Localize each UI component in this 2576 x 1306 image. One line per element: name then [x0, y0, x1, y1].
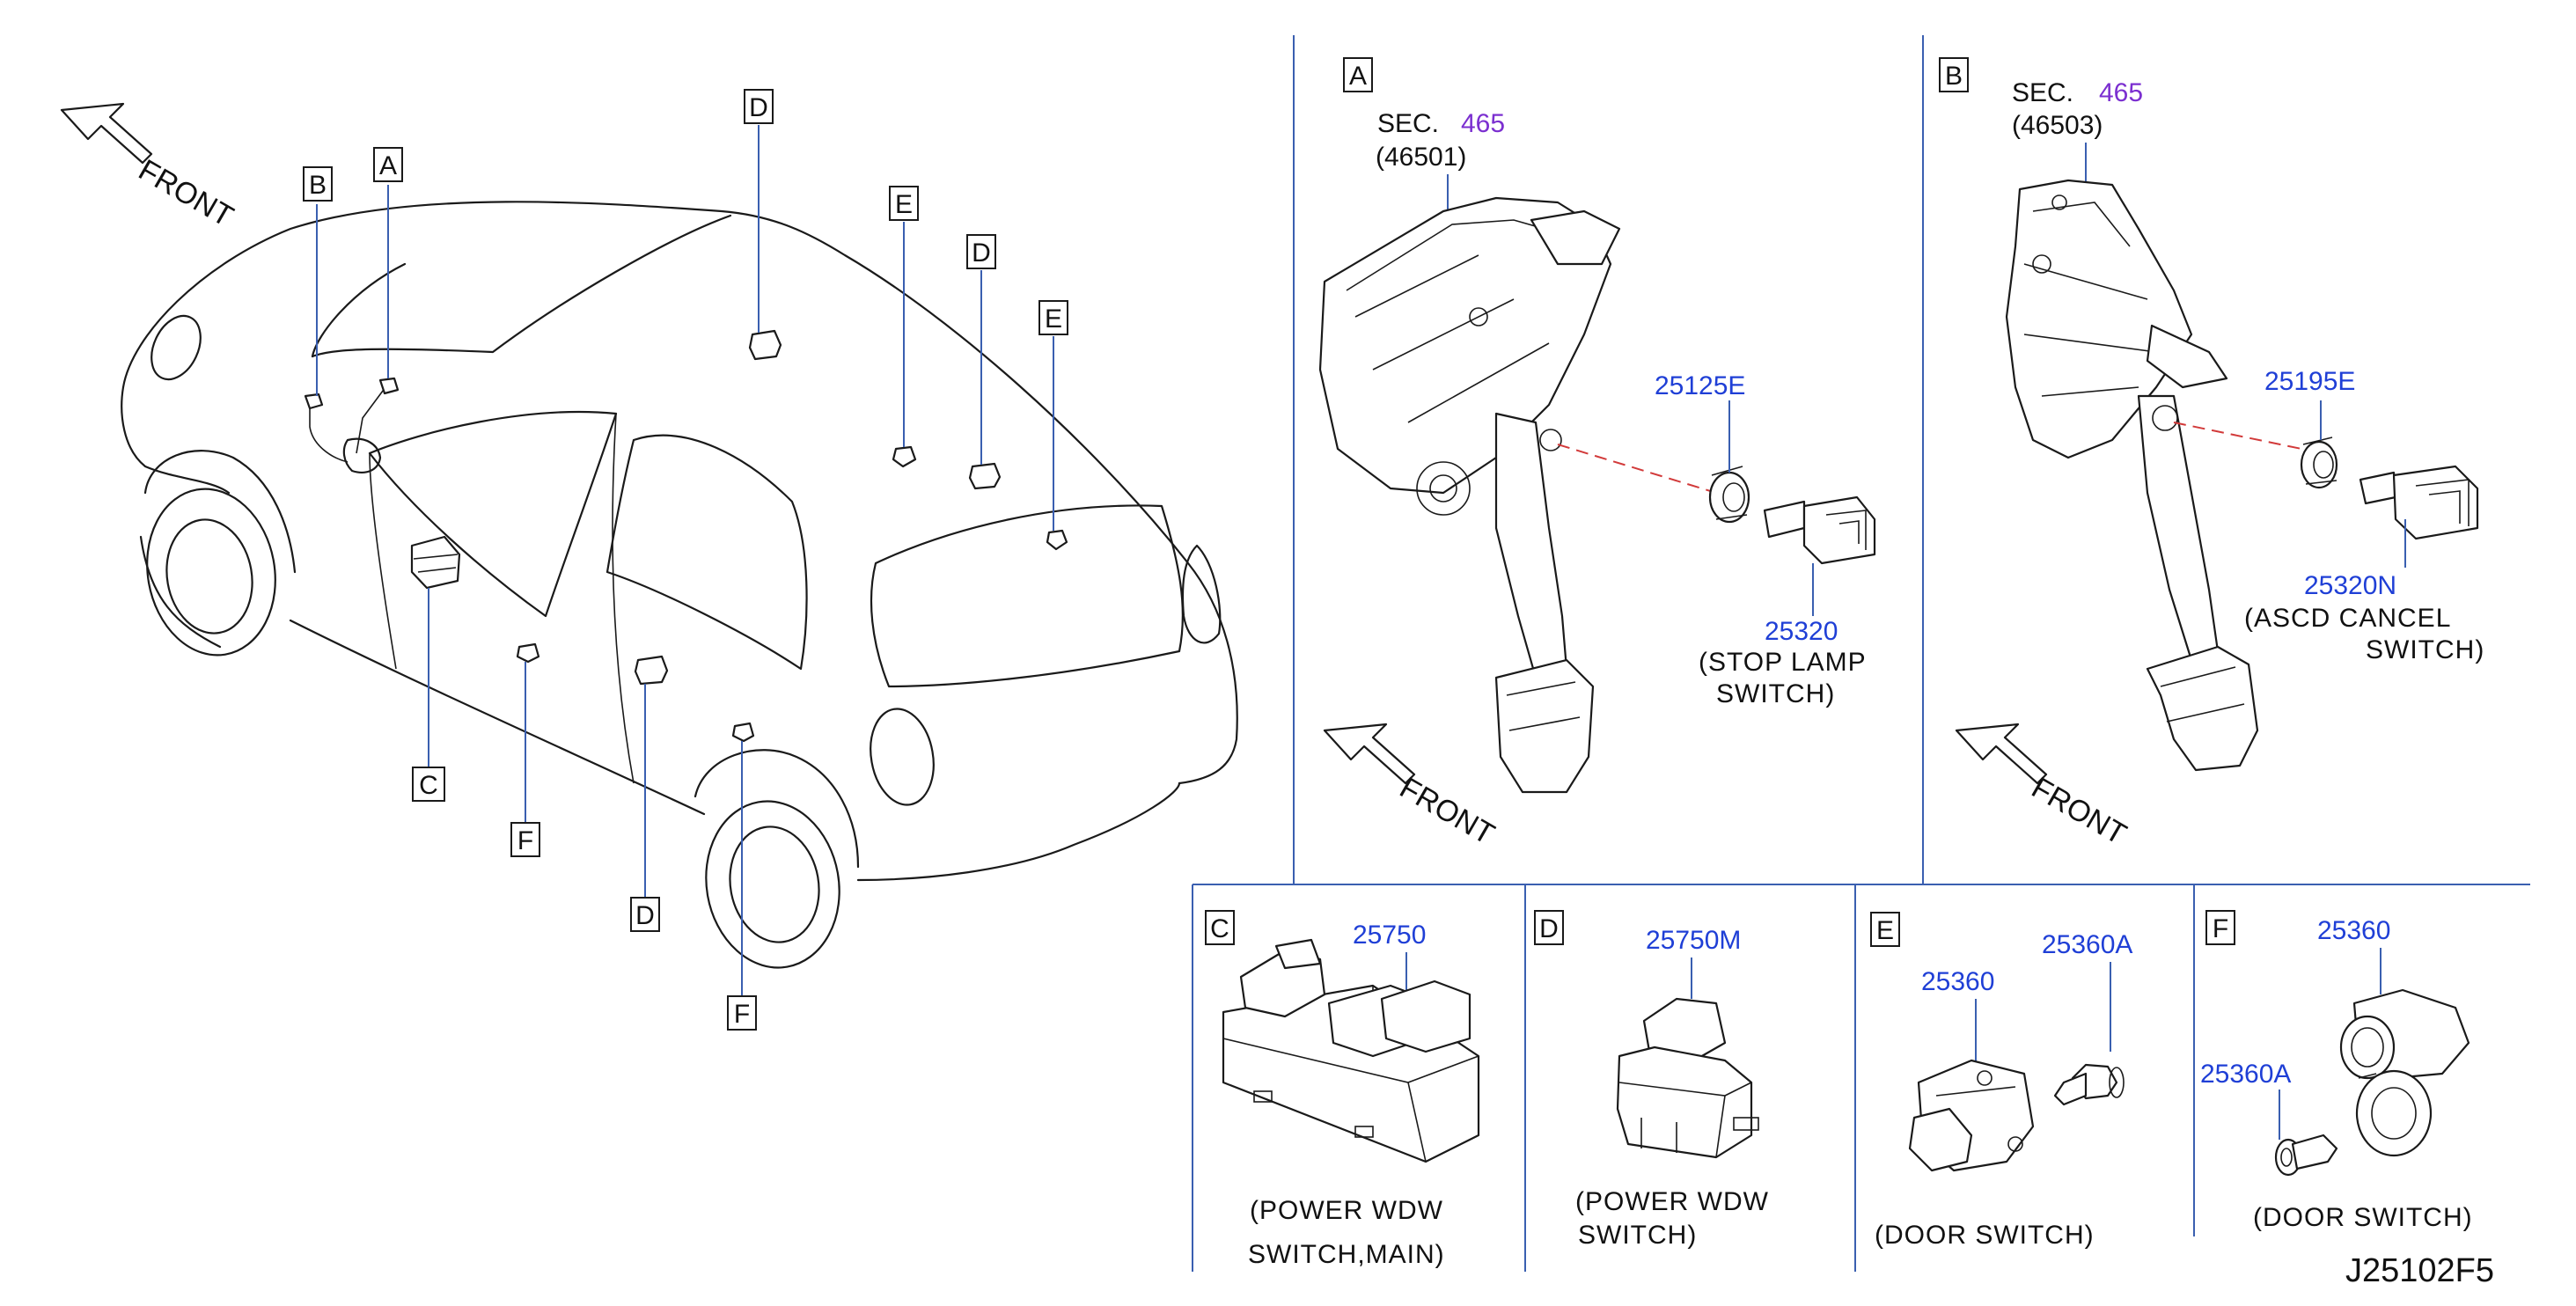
- panel-b-caption-2: SWITCH): [2366, 635, 2484, 664]
- svg-text:E: E: [895, 190, 913, 219]
- screw-e-icon: [2053, 1063, 2125, 1106]
- panel-a-part-1: 25125E: [1655, 371, 1745, 400]
- roof-switch-d-icon: [748, 329, 782, 361]
- panel-f-part-2: 25360A: [2200, 1060, 2291, 1089]
- main-window-switch-icon: [410, 535, 461, 590]
- front-arrow-panel-b: FRONT: [1955, 723, 2132, 851]
- panel-e-caption: (DOOR SWITCH): [1875, 1221, 2095, 1250]
- panel-b-part-1: 25195E: [2264, 367, 2355, 396]
- panel-a-caption-1: (STOP LAMP: [1699, 648, 1867, 677]
- svg-text:D: D: [635, 901, 655, 930]
- ascd-cancel-switch-icon: [2359, 465, 2479, 540]
- rear-switch-d-icon: [968, 462, 1002, 490]
- panel-e-letter: E: [1870, 912, 1900, 947]
- diagram-code: J25102F5: [2345, 1252, 2494, 1289]
- main-window-switch-drawing: [1222, 938, 1480, 1163]
- front-arrow-main: FRONT: [60, 102, 239, 233]
- panel-separators: [1192, 35, 2530, 1272]
- stop-lamp-pedal-assembly: [1318, 196, 1621, 794]
- panel-c-letter: C: [1205, 910, 1235, 945]
- rear-switch-e-icon: [1046, 529, 1068, 551]
- panel-b-sec-prefix: SEC.: [2012, 78, 2073, 107]
- svg-text:F: F: [517, 826, 533, 855]
- panel-d-caption-1: (POWER WDW: [1575, 1187, 1769, 1216]
- ascd-pedal-assembly: [2005, 179, 2259, 772]
- svg-text:E: E: [1876, 916, 1894, 945]
- panel-c: C 25750 (POWER WDW SWITCH,MAIN): [1205, 910, 1480, 1269]
- svg-text:F: F: [2213, 914, 2228, 943]
- panel-f: F 25360 25360A (DOOR SWITCH): [2200, 910, 2473, 1232]
- callout-d-door: D: [630, 897, 660, 932]
- car-leaders: [316, 125, 1054, 996]
- panel-d-part: 25750M: [1646, 926, 1741, 955]
- panel-c-caption-1: (POWER WDW: [1250, 1196, 1443, 1225]
- panel-a-sec-prefix: SEC.: [1377, 109, 1439, 138]
- power-window-switch-drawing: [1616, 997, 1759, 1159]
- panel-a-sec-sub: (46501): [1376, 143, 1466, 172]
- panel-a-part-2: 25320: [1765, 617, 1838, 646]
- svg-text:A: A: [379, 151, 397, 180]
- screw-f-icon: [2274, 1134, 2338, 1177]
- callout-f-rear: F: [727, 995, 757, 1031]
- callout-d-rear: D: [966, 234, 996, 269]
- svg-text:D: D: [749, 93, 768, 122]
- panel-d: D 25750M (POWER WDW SWITCH): [1534, 910, 1769, 1250]
- door-switch-f-icon: [516, 642, 540, 664]
- svg-text:FRONT: FRONT: [1394, 771, 1500, 851]
- car-callouts: B A D E D E C F D F: [303, 89, 1068, 1031]
- panel-d-letter: D: [1534, 910, 1564, 945]
- svg-text:B: B: [1945, 62, 1963, 91]
- car-components: [304, 329, 1068, 743]
- panel-a: A SEC. 465 (46501) 25125E: [1318, 57, 1876, 851]
- svg-text:B: B: [309, 171, 327, 200]
- front-arrow-panel-a: FRONT: [1323, 723, 1500, 851]
- door-switch-f-drawing: [2339, 988, 2470, 1157]
- svg-text:F: F: [734, 1000, 750, 1029]
- svg-text:FRONT: FRONT: [133, 153, 239, 233]
- callout-f-front: F: [510, 822, 540, 857]
- callout-e-rear: E: [1038, 300, 1068, 335]
- stop-lamp-switch-icon: [1763, 495, 1876, 565]
- svg-text:E: E: [1045, 304, 1062, 334]
- callout-a-main: A: [373, 147, 403, 182]
- svg-text:D: D: [972, 238, 991, 268]
- panel-d-caption-2: SWITCH): [1578, 1221, 1697, 1250]
- car-body-outline: [121, 201, 1238, 969]
- panel-b: B SEC. 465 (46503) 25195E: [1939, 57, 2484, 851]
- door-switch-f2-icon: [731, 722, 755, 743]
- clip-25195e-icon: [2300, 437, 2338, 489]
- svg-text:C: C: [419, 771, 438, 800]
- panel-f-part-1: 25360: [2317, 916, 2390, 945]
- stop-lamp-switch-a-icon: [378, 377, 400, 395]
- callout-e-roof: E: [889, 186, 919, 221]
- clip-25125e-icon: [1708, 466, 1750, 524]
- door-switch-d-icon: [634, 655, 669, 686]
- panel-f-caption: (DOOR SWITCH): [2253, 1203, 2473, 1232]
- panel-b-caption-1: (ASCD CANCEL: [2244, 604, 2451, 633]
- panel-e-part-1: 25360: [1921, 967, 1994, 996]
- svg-text:A: A: [1349, 62, 1367, 91]
- svg-text:C: C: [1210, 914, 1229, 943]
- panel-b-part-2: 25320N: [2304, 571, 2396, 600]
- svg-text:FRONT: FRONT: [2026, 771, 2132, 851]
- panel-e: E 25360 25360A (DOOR SWITCH): [1870, 912, 2132, 1250]
- roof-switch-e-icon: [892, 445, 917, 468]
- callout-c-main: C: [412, 767, 445, 802]
- panel-e-part-2: 25360A: [2042, 930, 2132, 959]
- panel-a-caption-2: SWITCH): [1716, 679, 1835, 708]
- panel-f-letter: F: [2205, 910, 2235, 945]
- panel-b-sec-sub: (46503): [2012, 111, 2103, 140]
- callout-b-main: B: [303, 166, 333, 202]
- door-switch-e-drawing: [1908, 1059, 2035, 1172]
- panel-a-sec-number: 465: [1461, 109, 1505, 138]
- ascd-switch-b-icon: [304, 393, 324, 410]
- panel-a-letter: A: [1343, 57, 1373, 92]
- callout-d-roof: D: [744, 89, 774, 124]
- panel-b-letter: B: [1939, 57, 1969, 92]
- svg-text:D: D: [1539, 914, 1559, 943]
- panel-c-caption-2: SWITCH,MAIN): [1248, 1240, 1445, 1269]
- panel-b-sec-number: 465: [2099, 78, 2143, 107]
- panel-c-part: 25750: [1353, 921, 1426, 950]
